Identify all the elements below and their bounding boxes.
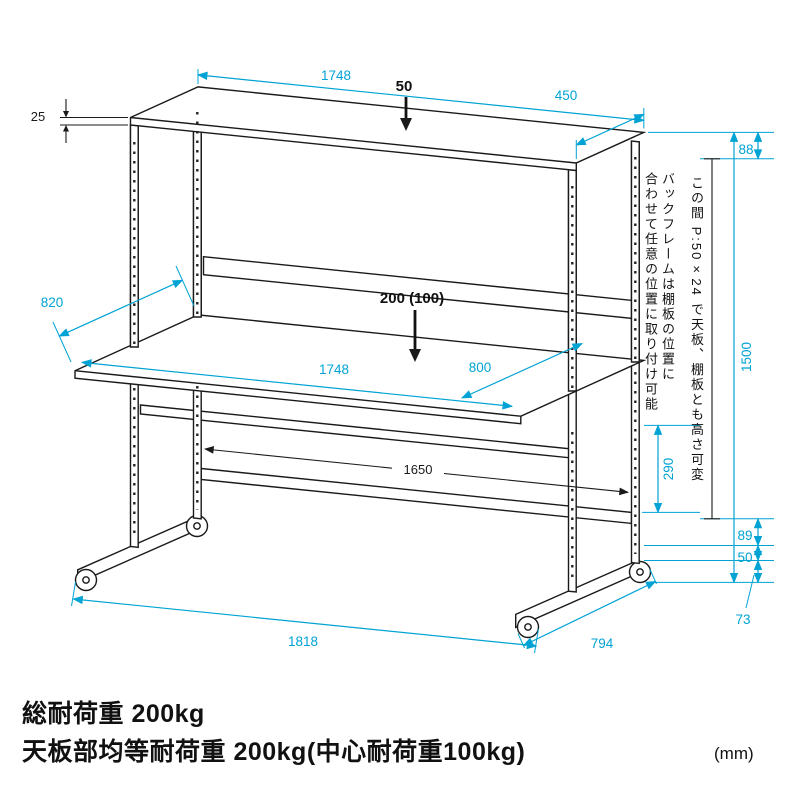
dim-inner-width: 1650 — [204, 446, 629, 496]
extension-line — [52, 321, 72, 363]
load-arrow-head — [400, 118, 412, 131]
dim-label-desk-width: 1748 — [319, 362, 349, 377]
backframe-note-line2: 合わせて任意の位置に取り付け可能 — [643, 172, 658, 412]
dim-label-rail-offset: 290 — [661, 458, 676, 481]
load-arrow-head — [409, 349, 421, 362]
backframe-note-line1: バックフレームは棚板の位置に — [660, 172, 675, 382]
dim-label-thickness: 25 — [31, 109, 45, 124]
dim-label-overall-width: 1818 — [288, 634, 318, 649]
desk-load-label: 200 (100) — [380, 290, 444, 307]
dimension-line — [72, 595, 538, 650]
dim-desk-width: 1748 — [80, 359, 514, 410]
dim-label-caster-height: 73 — [735, 612, 750, 627]
leader-line — [745, 574, 755, 609]
caster-hub — [82, 576, 90, 584]
dim-label-top-clearance: 88 — [738, 142, 753, 157]
dimension-line — [575, 113, 645, 146]
extension-line — [71, 581, 76, 607]
desk-load-text: 天板部均等耐荷重 200kg(中心耐荷重100kg) — [22, 738, 526, 766]
dim-shelf-thickness: 25 — [31, 99, 128, 143]
label-backing — [392, 461, 444, 478]
top-shelf-front-edge — [130, 116, 577, 164]
dim-base-depth: 794 — [517, 569, 657, 651]
shelf-load-label: 50 — [396, 78, 413, 95]
dim-label-desk-depth: 820 — [41, 295, 64, 310]
dim-label-inner-width: 1650 — [404, 462, 433, 477]
arrow-head — [63, 111, 69, 118]
dim-overall-width: 1818 — [71, 581, 539, 654]
arrow-head — [63, 125, 69, 132]
caster-hub — [636, 568, 644, 576]
total-load-text: 総耐荷重 200kg — [22, 700, 205, 728]
dim-right-chain: 1500 88 89 50 73 — [644, 131, 774, 627]
shelf-load-annotation: 50 — [396, 78, 413, 131]
caster-hub — [193, 522, 201, 530]
dimension-line — [461, 343, 583, 399]
caster-hub — [524, 623, 532, 631]
dim-desk-depth-overall: 820 — [41, 265, 195, 363]
dim-desk-depth-usable: 800 — [461, 343, 583, 399]
dimension-line — [196, 71, 645, 124]
pitch-note-text: この間 P:50×24 で天板、棚板とも高さ可変 — [689, 176, 704, 483]
dimension-line — [80, 359, 514, 410]
desk-load-annotation: 200 (100) — [380, 290, 444, 362]
backframe-note: バックフレームは棚板の位置に 合わせて任意の位置に取り付け可能 — [642, 172, 676, 502]
dim-rail-offset: 290 — [642, 424, 700, 514]
unit-note: (mm) — [714, 744, 754, 763]
dim-label-overall-height: 1500 — [739, 342, 754, 372]
dimension-line — [522, 580, 657, 647]
extension-line — [175, 265, 195, 307]
dim-label-top-width: 1748 — [321, 68, 351, 83]
dim-label-89: 89 — [737, 528, 752, 543]
dim-label-desk-usable: 800 — [469, 360, 492, 375]
base-feet — [74, 514, 652, 639]
dim-label-base-depth: 794 — [591, 636, 614, 651]
dimension-line — [58, 279, 184, 337]
pitch-note: この間 P:50×24 で天板、棚板とも高さ可変 — [688, 176, 705, 536]
dim-label-shelf-depth: 450 — [555, 88, 578, 103]
pitch-range-indicator — [704, 158, 720, 520]
dim-shelf-depth: 450 — [555, 88, 645, 159]
dim-label-50: 50 — [737, 550, 752, 565]
